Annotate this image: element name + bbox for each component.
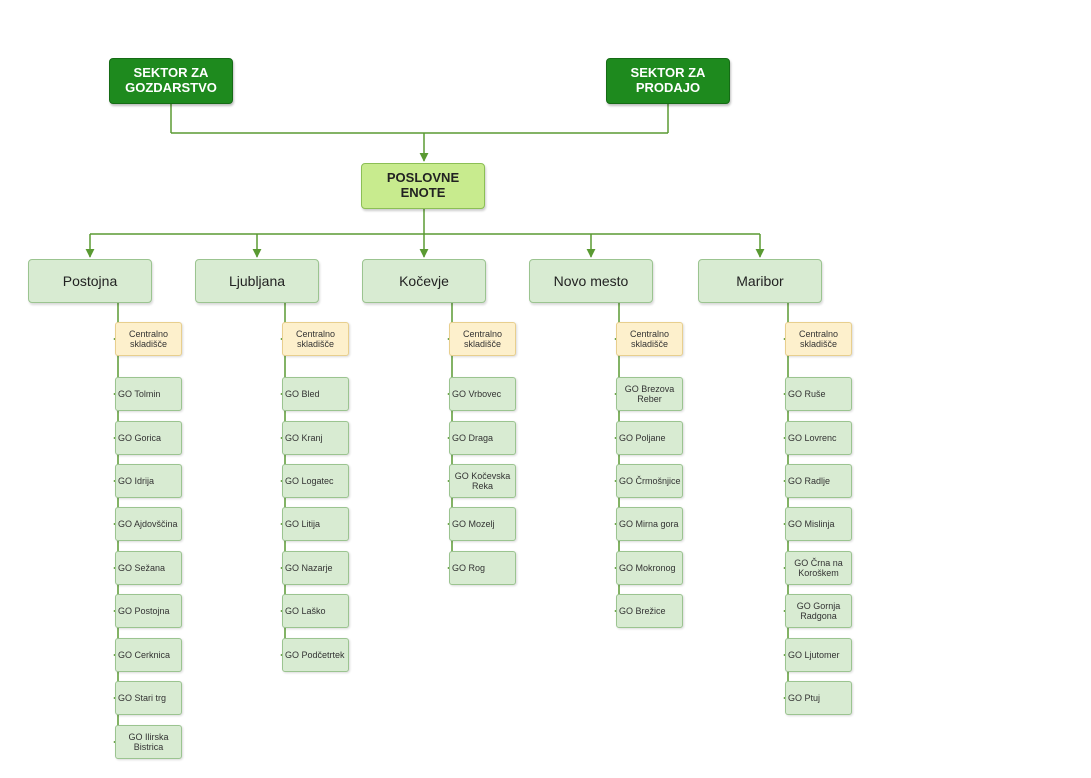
- office-node: GO Ilirska Bistrica: [115, 725, 182, 759]
- storage-node: Centralno skladišče: [785, 322, 852, 356]
- office-node: GO Podčetrtek: [282, 638, 349, 672]
- unit-maribor: Maribor: [698, 259, 822, 303]
- office-node: GO Draga: [449, 421, 516, 455]
- office-node: GO Ljutomer: [785, 638, 852, 672]
- office-node: GO Ruše: [785, 377, 852, 411]
- office-node: GO Ptuj: [785, 681, 852, 715]
- node-sektor-gozdarstvo: SEKTOR ZA GOZDARSTVO: [109, 58, 233, 104]
- office-node: GO Črmošnjice: [616, 464, 683, 498]
- office-node: GO Rog: [449, 551, 516, 585]
- office-node: GO Tolmin: [115, 377, 182, 411]
- office-node: GO Stari trg: [115, 681, 182, 715]
- node-sektor-prodajo: SEKTOR ZA PRODAJO: [606, 58, 730, 104]
- office-node: GO Nazarje: [282, 551, 349, 585]
- office-node: GO Brezova Reber: [616, 377, 683, 411]
- office-node: GO Gorica: [115, 421, 182, 455]
- office-node: GO Radlje: [785, 464, 852, 498]
- office-node: GO Sežana: [115, 551, 182, 585]
- unit-novo-mesto: Novo mesto: [529, 259, 653, 303]
- storage-node: Centralno skladišče: [282, 322, 349, 356]
- office-node: GO Mozelj: [449, 507, 516, 541]
- office-node: GO Gornja Radgona: [785, 594, 852, 628]
- office-node: GO Logatec: [282, 464, 349, 498]
- unit-kocevje: Kočevje: [362, 259, 486, 303]
- office-node: GO Postojna: [115, 594, 182, 628]
- office-node: GO Laško: [282, 594, 349, 628]
- storage-node: Centralno skladišče: [115, 322, 182, 356]
- unit-postojna: Postojna: [28, 259, 152, 303]
- office-node: GO Mirna gora: [616, 507, 683, 541]
- office-node: GO Ajdovščina: [115, 507, 182, 541]
- office-node: GO Črna na Koroškem: [785, 551, 852, 585]
- office-node: GO Kočevska Reka: [449, 464, 516, 498]
- storage-node: Centralno skladišče: [616, 322, 683, 356]
- office-node: GO Litija: [282, 507, 349, 541]
- office-node: GO Idrija: [115, 464, 182, 498]
- office-node: GO Cerknica: [115, 638, 182, 672]
- unit-ljubljana: Ljubljana: [195, 259, 319, 303]
- office-node: GO Mislinja: [785, 507, 852, 541]
- office-node: GO Bled: [282, 377, 349, 411]
- office-node: GO Kranj: [282, 421, 349, 455]
- office-node: GO Brežice: [616, 594, 683, 628]
- office-node: GO Poljane: [616, 421, 683, 455]
- storage-node: Centralno skladišče: [449, 322, 516, 356]
- node-poslovne-enote: POSLOVNE ENOTE: [361, 163, 485, 209]
- office-node: GO Lovrenc: [785, 421, 852, 455]
- office-node: GO Mokronog: [616, 551, 683, 585]
- office-node: GO Vrbovec: [449, 377, 516, 411]
